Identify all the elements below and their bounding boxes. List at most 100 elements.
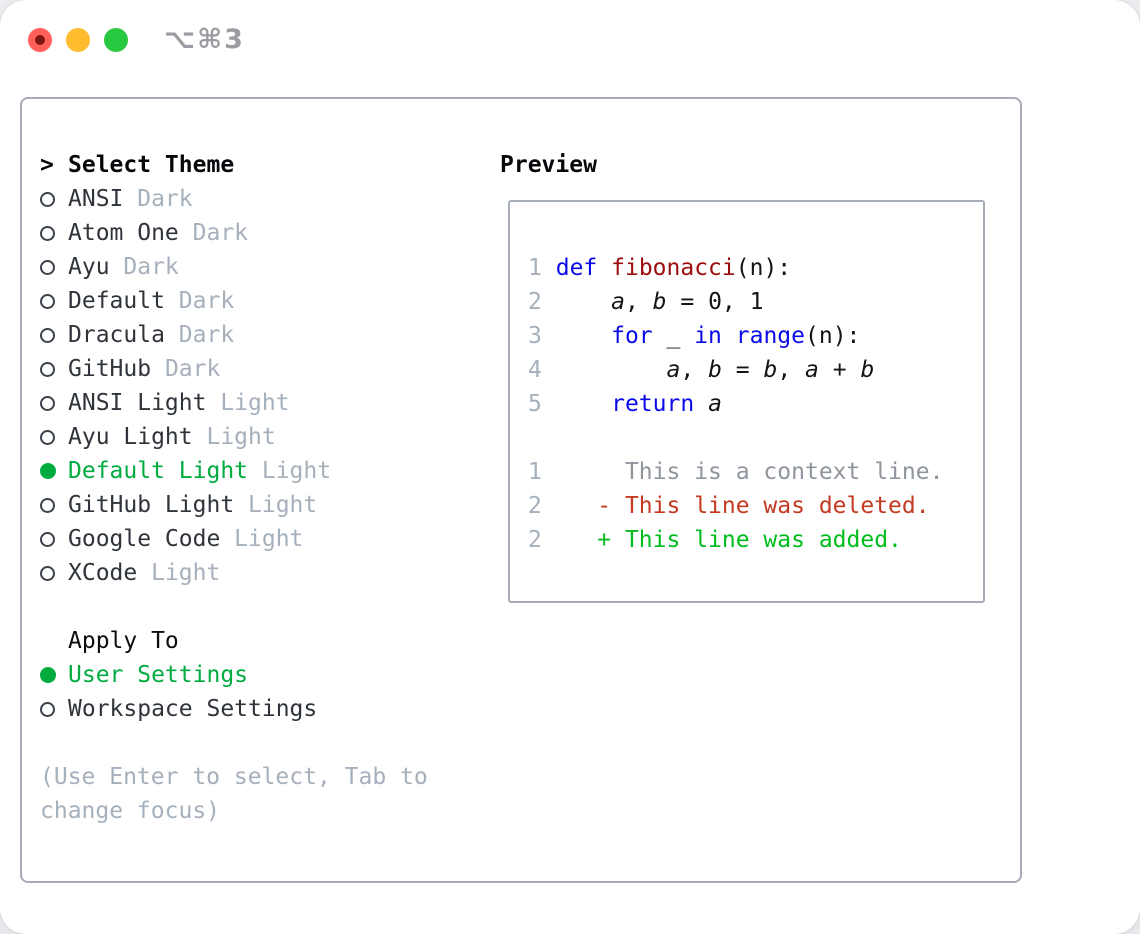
theme-variant-tag: Light — [220, 390, 290, 416]
code-token: + — [818, 357, 861, 383]
line-number: 2 — [528, 493, 542, 519]
code-token: a — [708, 391, 722, 417]
traffic-light-close-icon[interactable] — [28, 28, 52, 52]
theme-option-ayu-light[interactable]: Ayu Light Light — [40, 420, 480, 454]
diff-text: This line was deleted. — [624, 493, 930, 519]
radio-icon — [40, 327, 68, 343]
code-token: (n): — [735, 255, 792, 281]
code-token — [556, 391, 611, 417]
code-line: 1 def fibonacci(n): — [528, 251, 983, 285]
radio-icon — [40, 497, 68, 513]
theme-option-label: ANSI Light — [68, 390, 207, 416]
radio-unselected-icon — [40, 327, 55, 343]
apply-to-header: Apply To — [40, 624, 480, 658]
code-token: b — [763, 357, 778, 383]
theme-option-label: Atom One — [68, 220, 179, 246]
theme-variant-tag: Dark — [123, 254, 179, 280]
code-token — [556, 289, 611, 315]
diff-line-context: 1 This is a context line. — [528, 455, 983, 489]
theme-option-github-light[interactable]: GitHub Light Light — [40, 488, 480, 522]
theme-variant-tag: Dark — [178, 288, 235, 314]
keyboard-hint: change focus) — [40, 794, 480, 828]
radio-unselected-icon — [40, 191, 55, 207]
theme-variant-tag: Light — [151, 560, 221, 586]
radio-unselected-icon — [40, 531, 55, 547]
traffic-light-minimize-icon[interactable] — [66, 28, 90, 52]
code-token — [556, 357, 667, 383]
theme-option-label: GitHub — [68, 356, 152, 382]
radio-unselected-icon — [40, 701, 55, 717]
line-number: 5 — [528, 391, 542, 417]
theme-option-ansi-light[interactable]: ANSI Light Light — [40, 386, 480, 420]
theme-list-header: >Select Theme — [40, 148, 480, 182]
code-token: a — [611, 289, 625, 315]
theme-option-ayu[interactable]: Ayu Dark — [40, 250, 480, 284]
keyboard-hint: (Use Enter to select, Tab to — [40, 760, 480, 794]
spacer-row — [40, 726, 480, 760]
diff-marker: - — [597, 493, 612, 519]
code-token: , — [777, 357, 806, 383]
cursor-icon: > — [40, 152, 54, 178]
theme-option-label: Ayu Light — [68, 424, 193, 450]
radio-unselected-icon — [40, 429, 55, 445]
theme-option-label: Default — [68, 288, 165, 314]
line-number: 2 — [528, 527, 542, 553]
diff-text: This is a context line. — [624, 459, 944, 485]
code-token: , — [680, 357, 709, 383]
diff-marker — [597, 455, 611, 489]
traffic-light-zoom-icon[interactable] — [104, 28, 128, 52]
apply-option-user-settings[interactable]: User Settings — [40, 658, 480, 692]
theme-option-label: XCode — [68, 560, 138, 586]
radio-unselected-icon — [40, 259, 55, 275]
code-token: in — [694, 323, 722, 349]
theme-variant-tag: Dark — [164, 356, 221, 382]
radio-icon — [40, 293, 68, 309]
theme-variant-tag: Dark — [137, 186, 193, 212]
radio-icon — [40, 531, 68, 547]
theme-option-github[interactable]: GitHub Dark — [40, 352, 480, 386]
code-token: = — [721, 357, 764, 383]
code-token: = 0, 1 — [666, 289, 764, 315]
apply-option-workspace-settings[interactable]: Workspace Settings — [40, 692, 480, 726]
theme-option-xcode[interactable]: XCode Light — [40, 556, 480, 590]
code-token — [694, 391, 708, 417]
theme-variant-tag: Light — [261, 458, 332, 484]
theme-option-default[interactable]: Default Dark — [40, 284, 480, 318]
theme-option-ansi[interactable]: ANSI Dark — [40, 182, 480, 216]
theme-option-label: ANSI — [68, 186, 124, 212]
theme-option-label: GitHub Light — [68, 492, 235, 518]
radio-unselected-icon — [40, 395, 55, 411]
blank-line — [528, 421, 983, 455]
code-token: b — [708, 357, 722, 383]
diff-line-deleted: 2 - This line was deleted. — [528, 489, 983, 523]
keyboard-hint-text: change focus) — [40, 798, 221, 824]
theme-variant-tag: Light — [248, 492, 318, 518]
code-token: , — [624, 289, 653, 315]
theme-option-label: Ayu — [68, 254, 110, 280]
line-number: 1 — [528, 255, 542, 281]
theme-variant-tag: Light — [234, 526, 304, 552]
code-token: fibonacci — [611, 255, 736, 281]
code-token: b — [652, 289, 667, 315]
code-line: 2 a, b = 0, 1 — [528, 285, 983, 319]
window-title: ⌥⌘3 — [164, 24, 245, 55]
radio-unselected-icon — [40, 565, 55, 581]
radio-icon — [40, 225, 68, 241]
theme-variant-tag: Light — [206, 424, 276, 450]
line-number: 4 — [528, 357, 542, 383]
code-token: def — [555, 255, 598, 281]
code-line: 4 a, b = b, a + b — [528, 353, 983, 387]
line-number: 3 — [528, 323, 542, 349]
radio-icon — [40, 361, 68, 377]
code-token: _ — [652, 323, 695, 349]
radio-icon — [40, 191, 68, 207]
apply-option-label: User Settings — [68, 662, 249, 688]
radio-icon — [40, 395, 68, 411]
